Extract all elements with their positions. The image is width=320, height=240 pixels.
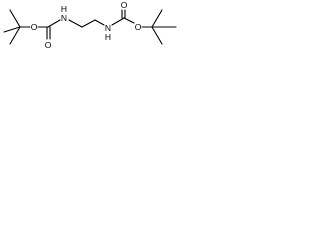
bond-tbu-left-methyl-bottom [9, 26, 21, 45]
atom-n-right: N [105, 23, 111, 33]
bond-n-right-to-carbonyl [111, 17, 125, 26]
bond-tbu-left-methyl-left [3, 26, 21, 33]
atom-o-carbonyl-right: O [121, 0, 128, 10]
atom-o-ester-right: O [135, 22, 142, 32]
bond-carbonyl-right-to-o-ester [123, 17, 135, 24]
atom-h-left: H [61, 4, 67, 14]
bond-ch2-to-n-right [94, 19, 105, 26]
atom-h-right: H [105, 32, 111, 42]
atom-o-carbonyl-left: O [45, 40, 52, 50]
bond-tbu-right-methyl-bottom [151, 26, 163, 45]
bond-carbonyl-left-to-n [47, 19, 61, 28]
atom-n-left: N [61, 13, 67, 23]
chemical-structure-diagram: O O H N N H O O [3, 0, 177, 50]
bond-tbu-right-methyl-top [151, 9, 163, 28]
atom-o-ester-left: O [31, 22, 38, 32]
bond-ch2-to-ch2 [81, 19, 96, 28]
bond-tbu-left-methyl-top [9, 9, 21, 28]
bond-n-left-to-ch2 [68, 19, 83, 28]
